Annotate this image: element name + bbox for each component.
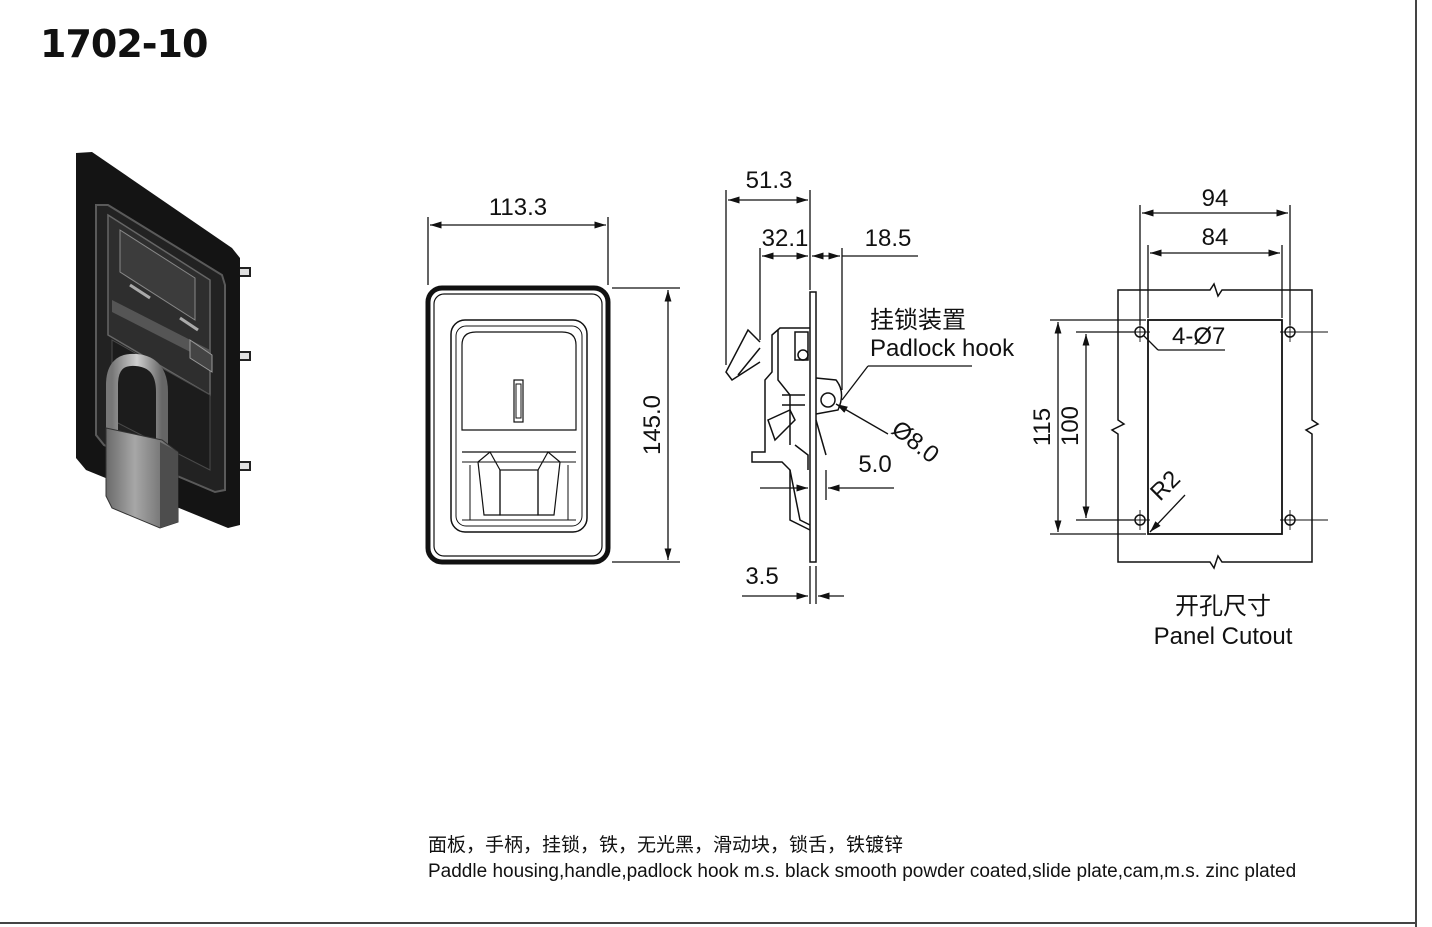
front-height-dim: 145.0 [639, 395, 666, 455]
padlock-hook-label-cn: 挂锁装置 [870, 306, 966, 334]
front-view [425, 285, 611, 565]
side-depth-total-dim: 51.3 [746, 167, 793, 194]
material-note-en: Paddle housing,handle,padlock hook m.s. … [428, 861, 1297, 882]
side-depth-outer-dim: 18.5 [865, 225, 912, 252]
cutout-view [1110, 282, 1328, 570]
cutout-width-outer-dim: 94 [1202, 185, 1229, 212]
panel-thickness-dim: 3.5 [745, 563, 778, 590]
mounting-holes-dim: 4-Ø7 [1172, 323, 1225, 350]
cutout-dimensions [1050, 205, 1291, 535]
front-dimensions [427, 217, 680, 563]
panel-cutout-label-en: Panel Cutout [1154, 623, 1293, 650]
side-view [725, 291, 843, 563]
cutout-height-inner-dim: 100 [1057, 406, 1084, 446]
padlock-hook-label-en: Padlock hook [870, 335, 1015, 362]
offset-dim: 5.0 [858, 451, 891, 478]
cutout-width-inner-dim: 84 [1202, 224, 1229, 251]
side-dimensions [725, 190, 972, 604]
cutout-height-outer-dim: 115 [1029, 408, 1056, 446]
front-width-dim: 113.3 [489, 194, 547, 221]
part-number-title: 1702-10 [40, 22, 208, 66]
product-render [76, 152, 251, 529]
hook-diameter-dim: Ø8.0 [886, 415, 944, 468]
panel-cutout-label-cn: 开孔尺寸 [1175, 592, 1271, 620]
material-note-cn: 面板，手柄，挂锁，铁，无光黑，滑动块，锁舌，铁镀锌 [428, 834, 904, 856]
side-depth-inner-dim: 32.1 [762, 225, 809, 252]
